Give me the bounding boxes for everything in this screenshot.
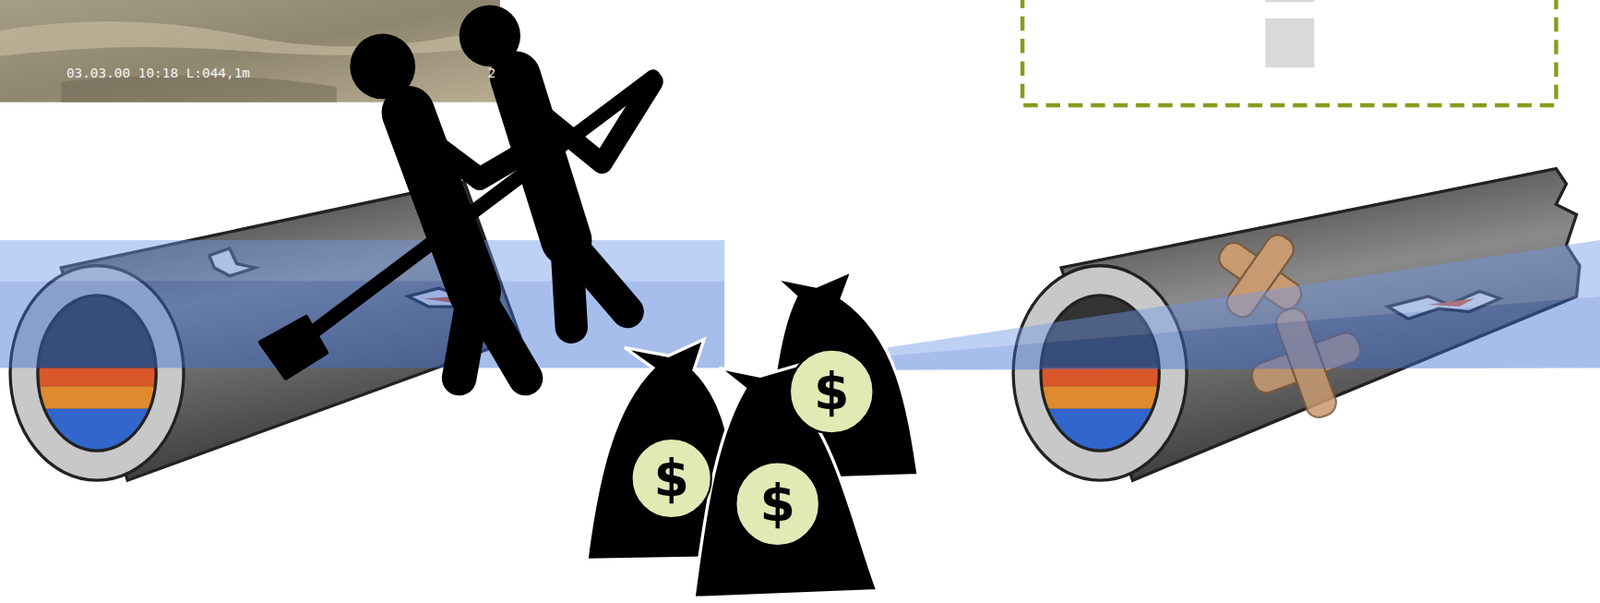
worker-silhouette (260, 5, 654, 379)
money-symbol: $ (630, 437, 712, 520)
dashed-frame (1022, 0, 1556, 106)
dollar-sign: $ (734, 460, 821, 547)
money-bag (586, 270, 919, 598)
dollar-sign: $ (630, 437, 712, 520)
timestamp-text: 2 (488, 65, 497, 82)
money-symbol: $ (788, 347, 875, 434)
timestamp-text: 03.03.00 10:18 L:044,1m (66, 65, 251, 82)
photo-fragment (0, 0, 501, 103)
money-symbol: $ (734, 460, 821, 547)
dollar-sign: $ (788, 347, 875, 434)
